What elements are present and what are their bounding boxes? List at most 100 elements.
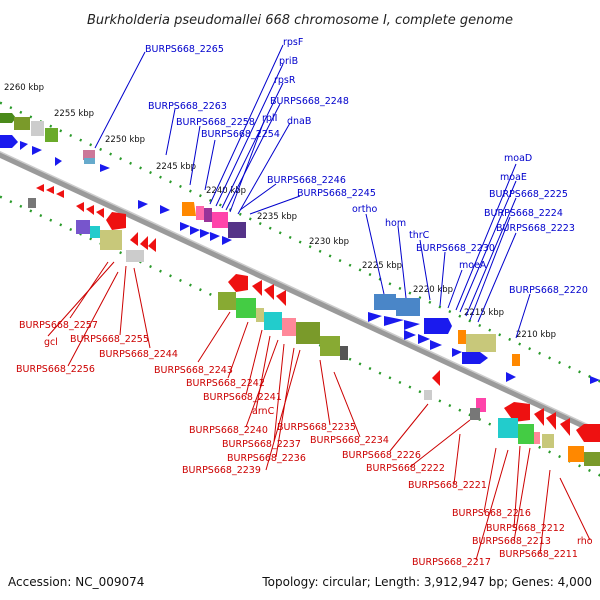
- gene-label-BURPS668_2256[interactable]: BURPS668_2256: [16, 364, 95, 375]
- gene-arrow[interactable]: [86, 205, 94, 215]
- gene-block[interactable]: [218, 292, 236, 310]
- gene-arrow[interactable]: [368, 312, 382, 322]
- gene-label-BURPS668_2237[interactable]: BURPS668_2237: [222, 439, 301, 450]
- gene-arrow[interactable]: [534, 408, 544, 426]
- gene-arrow[interactable]: [56, 190, 64, 198]
- gene-block[interactable]: [256, 308, 264, 322]
- gene-arrow[interactable]: [32, 146, 42, 155]
- gene-block[interactable]: [470, 408, 480, 420]
- gene-arrow[interactable]: [160, 205, 170, 214]
- gene-label-thrC[interactable]: thrC: [409, 230, 430, 241]
- gene-block[interactable]: [264, 312, 282, 330]
- gene-arrow[interactable]: [210, 232, 220, 241]
- gene-label-BURPS668_2217[interactable]: BURPS668_2217: [412, 557, 491, 568]
- gene-label-BURPS668_2254[interactable]: BURPS668_2254: [201, 129, 280, 140]
- gene-arrow[interactable]: [560, 418, 570, 436]
- gene-block[interactable]: [83, 150, 95, 160]
- gene-label-BURPS668_2240[interactable]: BURPS668_2240: [189, 425, 268, 436]
- gene-arrow[interactable]: [506, 372, 516, 382]
- gene-arrow[interactable]: [55, 157, 62, 166]
- gene-block[interactable]: [542, 434, 554, 448]
- gene-arrow[interactable]: [180, 222, 190, 231]
- gene-block[interactable]: [320, 336, 340, 356]
- gene-arrow[interactable]: [148, 238, 156, 252]
- gene-block[interactable]: [90, 226, 100, 238]
- gene-label-BURPS668_2211[interactable]: BURPS668_2211: [499, 549, 578, 560]
- gene-block[interactable]: [100, 230, 122, 250]
- gene-arrow[interactable]: [0, 135, 18, 148]
- gene-label-BURPS668_2248[interactable]: BURPS668_2248: [270, 96, 349, 107]
- gene-arrow[interactable]: [264, 284, 274, 300]
- gene-arrow[interactable]: [504, 402, 530, 422]
- gene-arrow[interactable]: [138, 200, 148, 209]
- gene-arrow[interactable]: [140, 236, 148, 250]
- gene-label-rpsR[interactable]: rpsR: [274, 75, 296, 86]
- gene-block[interactable]: [282, 318, 296, 336]
- gene-label-moeA[interactable]: moeA: [459, 260, 487, 271]
- gene-block[interactable]: [396, 298, 420, 316]
- gene-label-BURPS668_2223[interactable]: BURPS668_2223: [496, 223, 575, 234]
- gene-label-BURPS668_2243[interactable]: BURPS668_2243: [154, 365, 233, 376]
- gene-arrow[interactable]: [130, 232, 138, 246]
- gene-label-BURPS668_2234[interactable]: BURPS668_2234: [310, 435, 389, 446]
- gene-block[interactable]: [196, 206, 204, 220]
- gene-label-BURPS668_2257[interactable]: BURPS668_2257: [19, 320, 98, 331]
- gene-block[interactable]: [534, 432, 540, 444]
- gene-arrow[interactable]: [404, 330, 416, 340]
- gene-arrow[interactable]: [100, 164, 110, 172]
- gene-block[interactable]: [212, 212, 228, 228]
- gene-block[interactable]: [458, 330, 466, 344]
- gene-label-BURPS668_2222[interactable]: BURPS668_2222: [366, 463, 445, 474]
- gene-block[interactable]: [76, 220, 90, 234]
- gene-block[interactable]: [498, 418, 518, 438]
- gene-arrow[interactable]: [228, 274, 248, 292]
- gene-arrow[interactable]: [418, 334, 430, 344]
- gene-label-rpsF[interactable]: rpsF: [283, 37, 303, 48]
- gene-label-BURPS668_2236[interactable]: BURPS668_2236: [227, 453, 306, 464]
- gene-arrow[interactable]: [76, 202, 84, 212]
- gene-label-BURPS668_2265[interactable]: BURPS668_2265: [145, 44, 224, 55]
- gene-arrow[interactable]: [36, 184, 44, 192]
- gene-label-BURPS668_2241[interactable]: BURPS668_2241: [203, 392, 282, 403]
- gene-block[interactable]: [584, 452, 600, 466]
- gene-label-BURPS668_2224[interactable]: BURPS668_2224: [484, 208, 563, 219]
- gene-label-BURPS668_2221[interactable]: BURPS668_2221: [408, 480, 487, 491]
- gene-block[interactable]: [518, 424, 534, 444]
- gene-arrow[interactable]: [462, 352, 488, 364]
- gene-label-priB[interactable]: priB: [279, 56, 298, 67]
- gene-label-BURPS668_2235[interactable]: BURPS668_2235: [277, 422, 356, 433]
- gene-label-BURPS668_2246[interactable]: BURPS668_2246: [267, 175, 346, 186]
- gene-label-BURPS668_2255[interactable]: BURPS668_2255: [70, 334, 149, 345]
- gene-block[interactable]: [126, 250, 144, 262]
- gene-label-moaD[interactable]: moaD: [504, 153, 532, 164]
- gene-label-BURPS668_2258[interactable]: BURPS668_2258: [176, 117, 255, 128]
- gene-label-BURPS668_2216[interactable]: BURPS668_2216: [452, 508, 531, 519]
- gene-arrow[interactable]: [576, 424, 600, 442]
- gene-arrow[interactable]: [222, 236, 232, 245]
- gene-block[interactable]: [228, 222, 246, 238]
- gene-arrow[interactable]: [590, 376, 600, 384]
- gene-block[interactable]: [374, 294, 396, 310]
- gene-block[interactable]: [84, 158, 95, 164]
- gene-arrow[interactable]: [96, 208, 104, 218]
- gene-block[interactable]: [204, 208, 212, 222]
- gene-arrow[interactable]: [452, 348, 462, 357]
- gene-arrow[interactable]: [384, 316, 404, 326]
- gene-block[interactable]: [296, 322, 320, 344]
- gene-label-BURPS668_2239[interactable]: BURPS668_2239: [182, 465, 261, 476]
- gene-arrow[interactable]: [252, 280, 262, 296]
- gene-arrow[interactable]: [424, 318, 452, 334]
- gene-label-BURPS668_2220[interactable]: BURPS668_2220: [509, 285, 588, 296]
- gene-label-BURPS668_2226[interactable]: BURPS668_2226: [342, 450, 421, 461]
- gene-arrow[interactable]: [20, 141, 28, 150]
- gene-block[interactable]: [45, 128, 58, 142]
- gene-block[interactable]: [424, 390, 432, 400]
- gene-label-BURPS668_2245[interactable]: BURPS668_2245: [297, 188, 376, 199]
- gene-arrow[interactable]: [200, 229, 210, 238]
- gene-label-rho[interactable]: rho: [577, 536, 593, 547]
- gene-block[interactable]: [466, 334, 496, 352]
- gene-block[interactable]: [182, 202, 196, 216]
- gene-arrow[interactable]: [106, 212, 126, 230]
- gene-label-BURPS668_2244[interactable]: BURPS668_2244: [99, 349, 178, 360]
- gene-label-hom[interactable]: hom: [385, 218, 406, 229]
